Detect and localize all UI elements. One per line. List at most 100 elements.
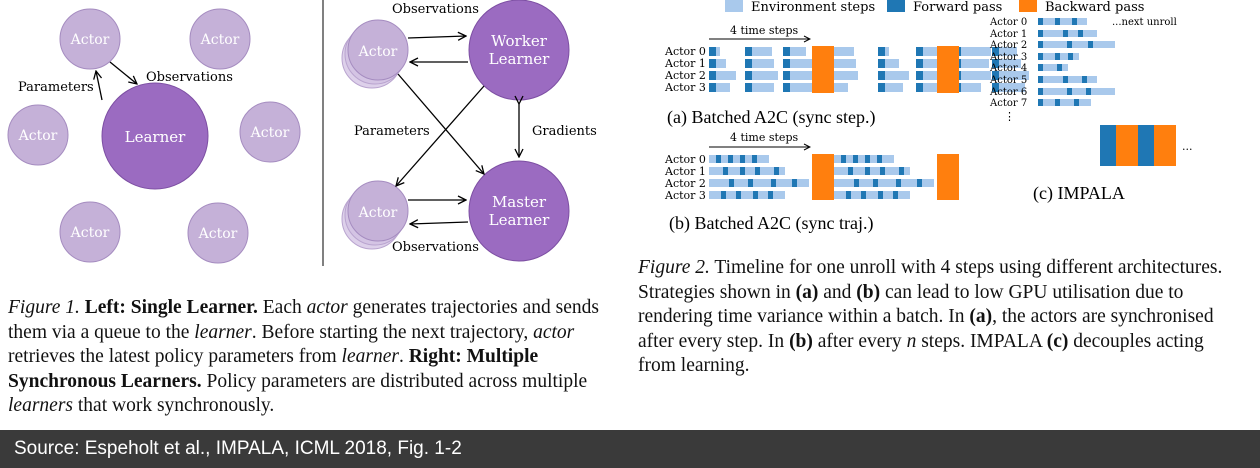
env-step-segment xyxy=(885,71,909,80)
env-step-segment xyxy=(870,167,880,175)
env-step-segment xyxy=(999,59,1021,68)
forward-pass-segment xyxy=(861,191,866,199)
forward-pass-segment xyxy=(1078,30,1083,37)
env-step-segment xyxy=(790,47,806,56)
caption-emph: actor xyxy=(533,321,575,343)
forward-pass-segment xyxy=(736,191,741,199)
env-step-segment xyxy=(1072,41,1088,48)
caption-emph: learners xyxy=(8,395,73,416)
forward-pass-segment xyxy=(709,47,716,56)
forward-pass-segment xyxy=(709,83,716,92)
actor-row-label: Actor 1 xyxy=(664,165,706,178)
legend-env-label: Environment steps xyxy=(751,0,875,15)
caption-left-title: Left: Single Learner. xyxy=(84,297,258,318)
forward-pass-segment xyxy=(846,191,851,199)
legend: Environment steps Forward pass Backward … xyxy=(725,0,1144,15)
forward-pass-segment xyxy=(878,59,885,68)
actor-node xyxy=(189,8,251,70)
forward-pass-segment xyxy=(992,83,999,92)
worker-label-line1: Worker xyxy=(491,32,548,50)
env-step-segment xyxy=(1043,30,1063,37)
forward-pass-segment xyxy=(728,155,733,163)
panel-c: ...next unroll Actor 0 Actor 1 Actor 2 A… xyxy=(989,17,1193,204)
env-step-segment xyxy=(878,179,896,187)
forward-pass-segment xyxy=(783,83,790,92)
forward-pass-segment xyxy=(740,155,745,163)
legend-forward-label: Forward pass xyxy=(913,0,1002,15)
forward-pass-segment xyxy=(1038,18,1043,25)
env-step-segment xyxy=(1060,99,1074,106)
actor-row-label: Actor 3 xyxy=(664,189,706,202)
env-step-segment xyxy=(834,167,848,175)
env-step-segment xyxy=(760,167,774,175)
env-step-segment xyxy=(1062,64,1068,71)
forward-pass-segment xyxy=(992,59,999,68)
env-step-segment xyxy=(790,83,812,92)
env-step-segment xyxy=(1079,99,1091,106)
env-step-segment xyxy=(758,191,768,199)
env-step-segment xyxy=(961,71,991,80)
forward-pass-segment xyxy=(1038,99,1043,106)
legend-swatch-backward xyxy=(1019,0,1037,12)
forward-pass-segment xyxy=(752,155,757,163)
env-step-segment xyxy=(870,155,877,163)
env-step-segment xyxy=(923,83,949,92)
forward-pass-segment xyxy=(1038,76,1043,83)
env-step-segment xyxy=(1043,41,1067,48)
actor-row-label: Actor 0 xyxy=(664,153,706,166)
time-steps-label: 4 time steps xyxy=(730,24,798,37)
env-step-segment xyxy=(1087,76,1097,83)
forward-pass-segment xyxy=(992,47,999,56)
forward-pass-segment xyxy=(992,71,999,80)
caption-text: . Before starting the next trajectory, xyxy=(251,321,534,343)
env-step-segment xyxy=(790,71,818,80)
panel-a: 4 time steps Actor 0 Actor 1 Actor 2 Act… xyxy=(664,24,1029,128)
env-step-segment xyxy=(866,191,878,199)
observations-arrow xyxy=(407,36,466,38)
actor-row-label: Actor 0 xyxy=(989,17,1027,28)
env-step-segment xyxy=(1043,76,1063,83)
legend-backward-label: Backward pass xyxy=(1045,0,1144,15)
forward-pass-segment xyxy=(1063,76,1068,83)
caption-text: Each xyxy=(257,297,307,318)
forward-pass-segment xyxy=(1057,64,1062,71)
forward-pass-segment xyxy=(896,179,901,187)
forward-pass-segment xyxy=(723,167,728,175)
forward-pass-segment xyxy=(768,191,773,199)
caption-text: . xyxy=(398,346,404,367)
env-step-segment xyxy=(1077,18,1087,25)
env-step-segment xyxy=(885,167,899,175)
source-text: Source: Espeholt et al., IMPALA, ICML 20… xyxy=(14,438,462,459)
forward-pass-segment xyxy=(848,167,853,175)
env-step-segment xyxy=(1072,88,1086,95)
env-step-segment xyxy=(1073,53,1079,60)
forward-pass-segment xyxy=(783,47,790,56)
caption-ref: (a) xyxy=(795,281,819,303)
env-step-segment xyxy=(1091,88,1115,95)
actor-label: Actor xyxy=(70,225,110,241)
actor-node xyxy=(239,101,301,163)
env-step-segment xyxy=(834,191,846,199)
actor-row-label: Actor 1 xyxy=(989,29,1027,40)
forward-pass-segment xyxy=(878,47,885,56)
env-step-segment xyxy=(734,179,748,187)
actor-row-label: Actor 1 xyxy=(664,57,706,70)
caption-right-title: Right: Multiple Synchronous Learners. xyxy=(8,346,539,392)
actor-node xyxy=(59,8,121,70)
master-label-line1: Master xyxy=(492,193,547,211)
figure2-caption: Figure 2. Timeline for one unroll with 4… xyxy=(638,256,1238,379)
forward-pass-segment xyxy=(1038,30,1043,37)
worker-label-line2: Learner xyxy=(489,50,550,68)
caption-text: and xyxy=(818,281,857,303)
forward-pass-segment xyxy=(841,155,846,163)
parameters-text: Parameters xyxy=(18,80,94,95)
forward-pass-segment xyxy=(745,83,752,92)
ellipsis: ... xyxy=(1182,140,1193,153)
env-step-segment xyxy=(741,191,753,199)
env-step-segment xyxy=(858,155,865,163)
env-step-segment xyxy=(961,59,989,68)
env-step-segment xyxy=(898,191,910,199)
actor-node xyxy=(7,104,69,166)
env-step-segment xyxy=(885,83,903,92)
caption-ref: (b) xyxy=(789,330,813,352)
